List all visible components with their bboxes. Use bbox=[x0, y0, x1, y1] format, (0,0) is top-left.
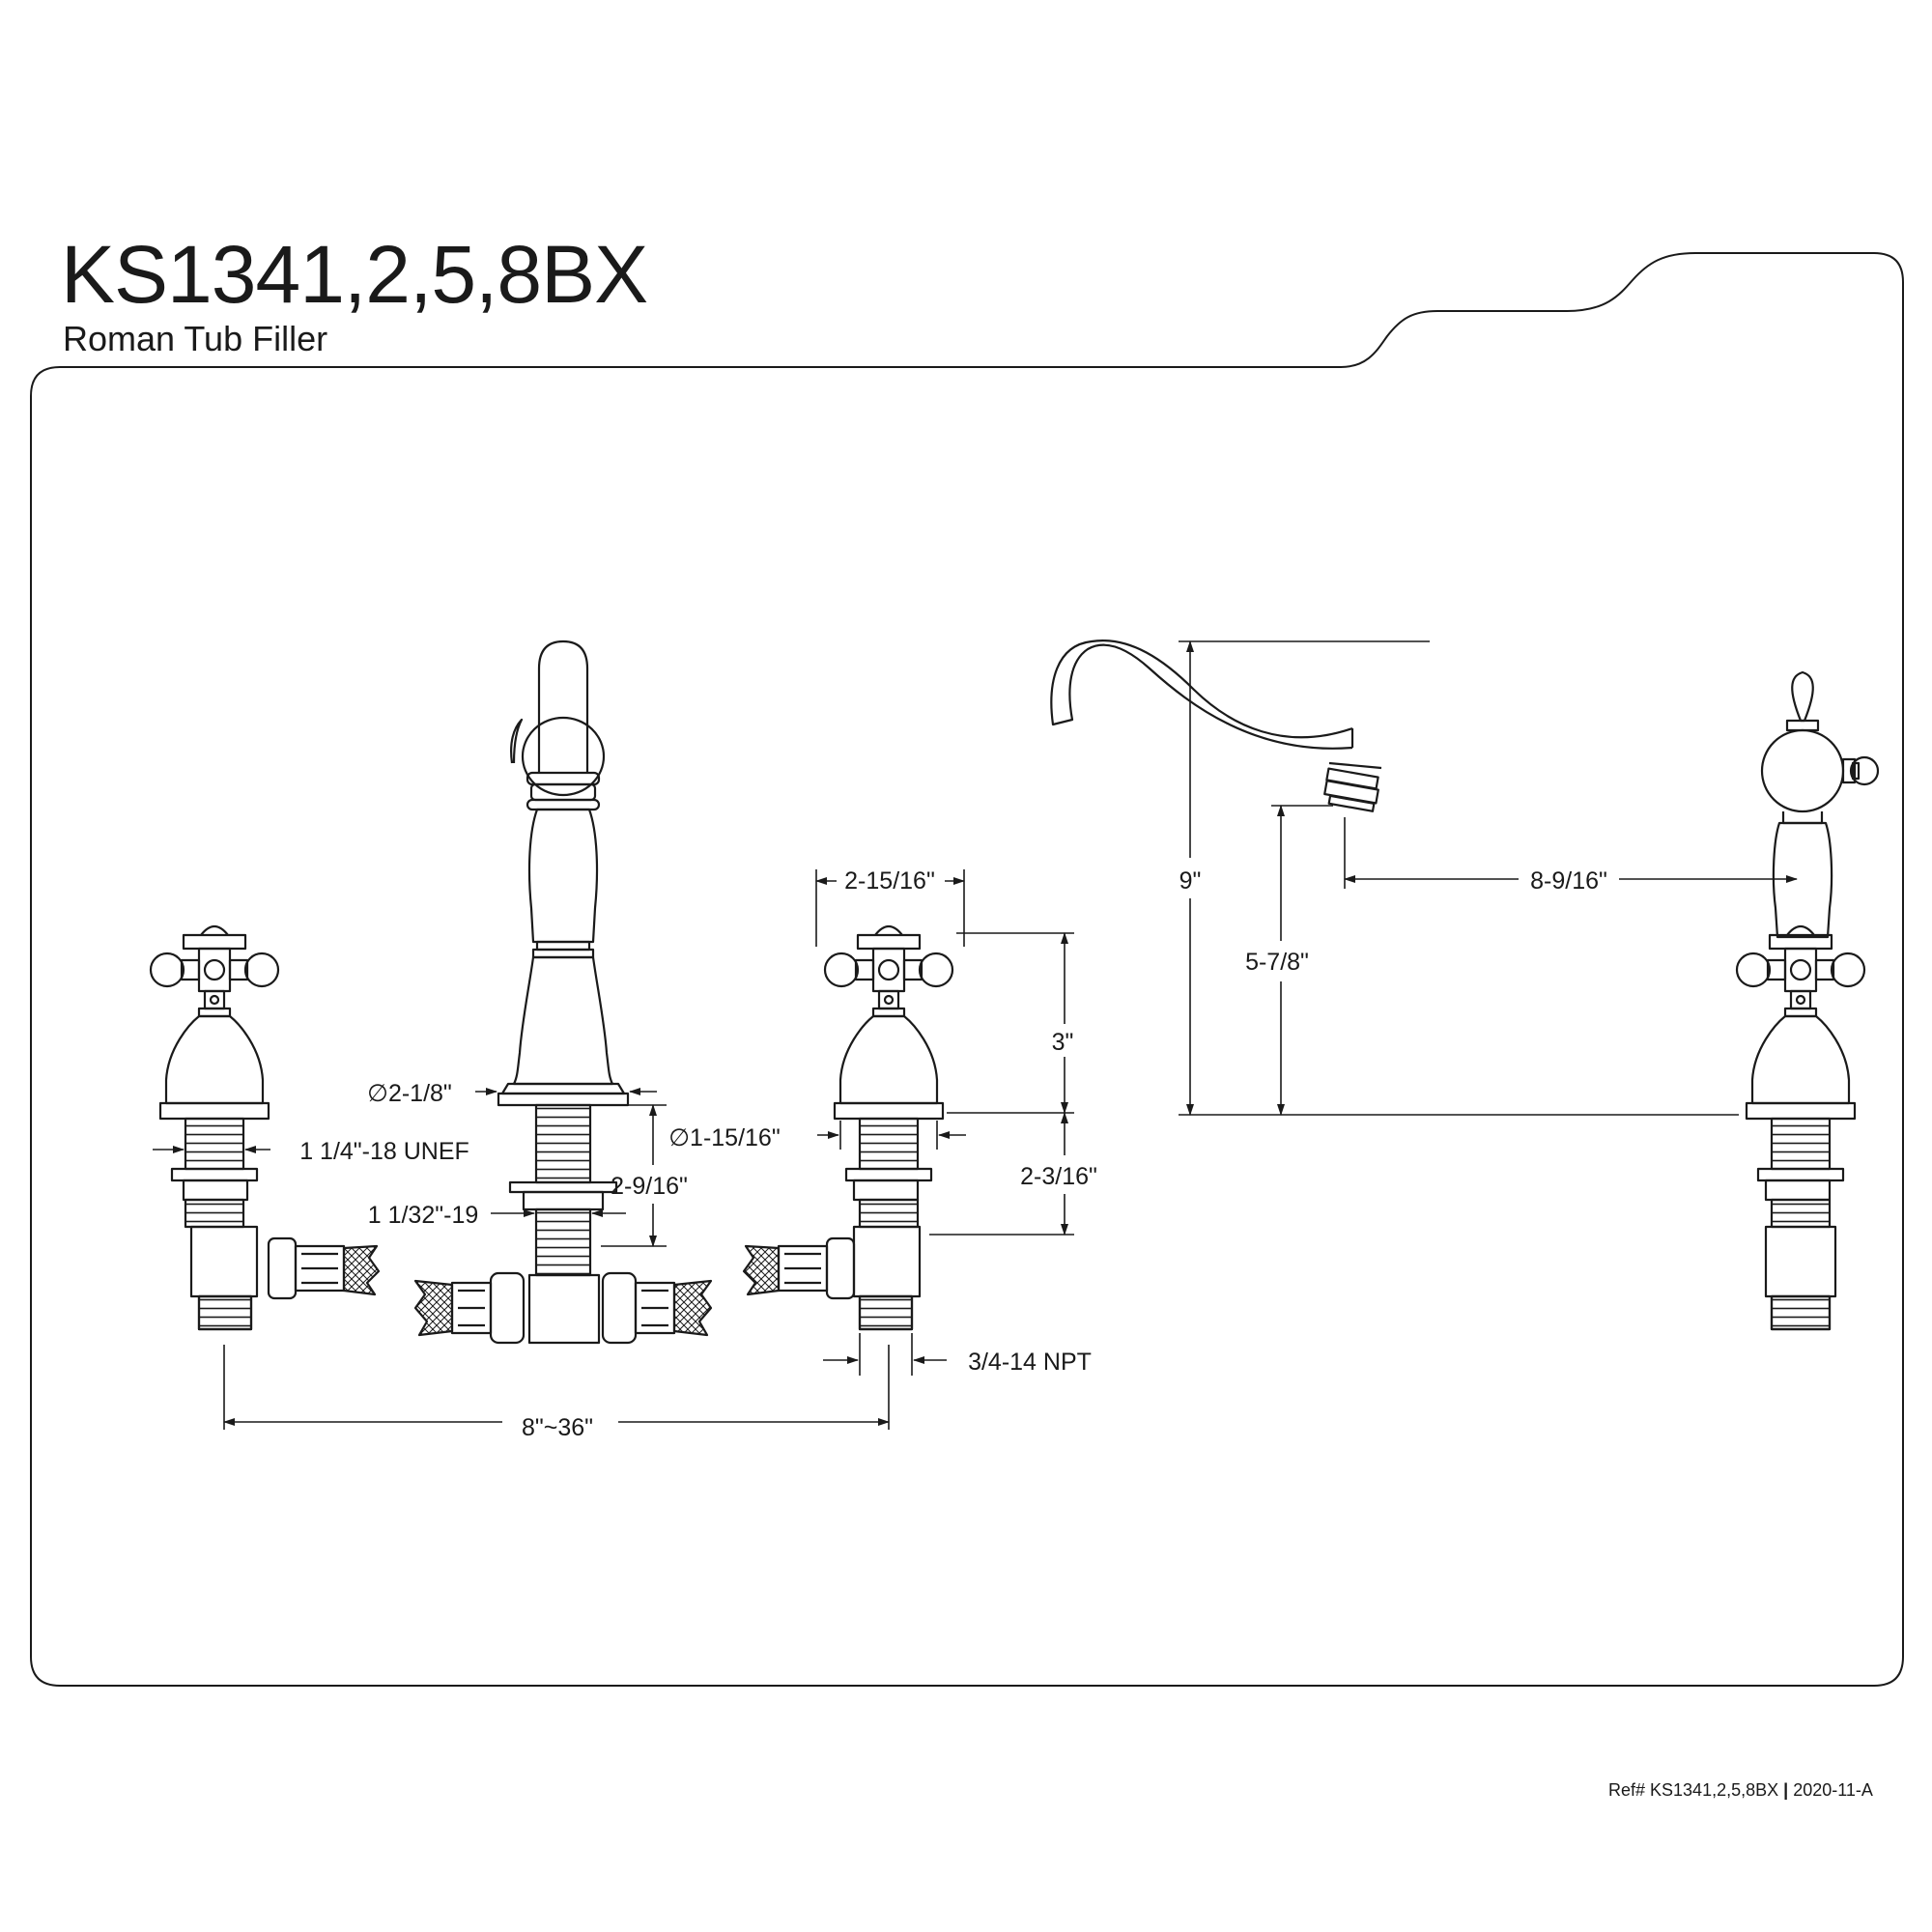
dim-spread: 8"~36" bbox=[522, 1414, 593, 1441]
dim-valve-diameter: ∅1-15/16" bbox=[668, 1124, 780, 1151]
side-spout-arc bbox=[1050, 639, 1353, 750]
right-cross-handle bbox=[823, 924, 954, 1018]
dim-handle-width: 2-15/16" bbox=[844, 867, 935, 895]
reference-number: Ref# KS1341,2,5,8BX | 2020-11-A bbox=[1608, 1780, 1873, 1800]
dim-spout-base-diameter: ∅2-1/8" bbox=[367, 1080, 452, 1107]
right-valve-lower-body bbox=[852, 1225, 922, 1298]
dim-npt-thread: 3/4-14 NPT bbox=[968, 1349, 1092, 1376]
side-spout-outlet bbox=[1323, 761, 1382, 812]
left-hose-cutaway bbox=[342, 1244, 381, 1296]
left-valve-lower-body bbox=[189, 1225, 259, 1298]
spout-tube bbox=[537, 639, 589, 773]
dim-valve-thread: 1 1/4"-18 UNEF bbox=[299, 1138, 469, 1165]
dim-overall-height: 9" bbox=[1179, 867, 1202, 895]
model-title: KS1341,2,5,8BX bbox=[61, 229, 648, 320]
dim-valve-shank: 2-3/16" bbox=[1020, 1163, 1097, 1190]
dim-spout-clearance: 5-7/8" bbox=[1245, 949, 1309, 976]
right-valve-body bbox=[838, 1014, 939, 1105]
dim-spout-reach: 8-9/16" bbox=[1530, 867, 1607, 895]
reference-date: 2020-11-A bbox=[1793, 1780, 1873, 1800]
side-view bbox=[1050, 639, 1880, 1331]
product-subtitle: Roman Tub Filler bbox=[63, 319, 328, 358]
spout-threaded-shank bbox=[534, 1103, 592, 1184]
spout-right-hose-cutaway bbox=[672, 1279, 713, 1337]
right-hose-cutaway bbox=[742, 1244, 781, 1296]
side-valve-body bbox=[1750, 1014, 1851, 1105]
left-valve-body bbox=[164, 1014, 265, 1105]
dim-spout-thread: 1 1/32"-19 bbox=[368, 1202, 479, 1229]
frame-border bbox=[30, 252, 1904, 1687]
left-threaded-shank bbox=[184, 1117, 245, 1171]
reference-model: Ref# KS1341,2,5,8BX bbox=[1608, 1780, 1779, 1800]
dim-handle-height: 3" bbox=[1052, 1029, 1074, 1056]
dim-spout-shank: 2-9/16" bbox=[611, 1173, 688, 1200]
right-threaded-shank bbox=[858, 1117, 920, 1171]
spout-front-view bbox=[413, 639, 713, 1345]
left-cross-handle bbox=[149, 924, 280, 1018]
spout-tee-body bbox=[527, 1273, 601, 1345]
side-finial bbox=[1785, 670, 1820, 732]
side-cross-handle bbox=[1735, 924, 1866, 1018]
right-valve bbox=[742, 924, 954, 1331]
left-valve bbox=[149, 924, 381, 1331]
spout-left-hose-cutaway bbox=[413, 1279, 454, 1337]
side-mixing-hub bbox=[1760, 728, 1880, 813]
